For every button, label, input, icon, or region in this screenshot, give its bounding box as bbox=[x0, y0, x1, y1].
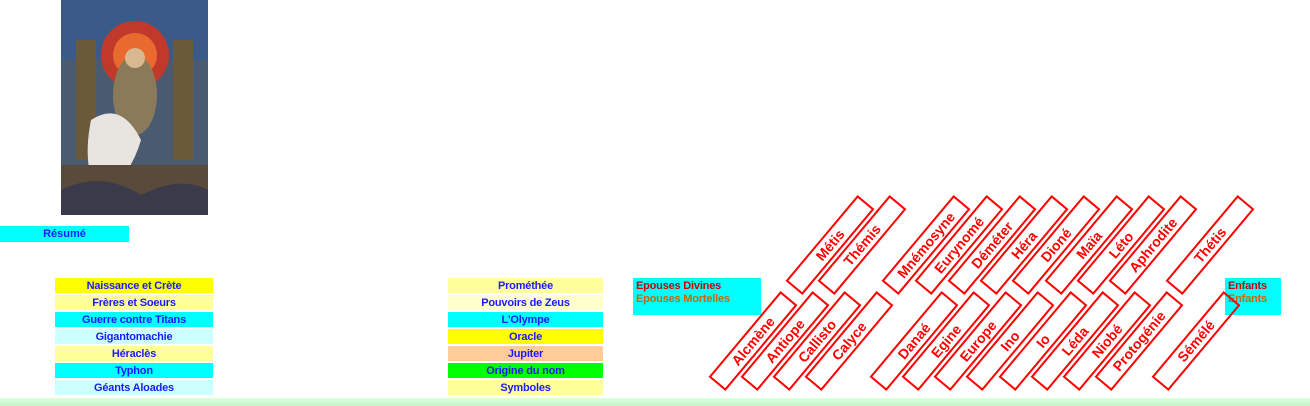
nav-symboles[interactable]: Symboles bbox=[448, 380, 603, 395]
nav-heracles[interactable]: Héraclès bbox=[55, 346, 213, 361]
nav-gigantomachie[interactable]: Gigantomachie bbox=[55, 329, 213, 344]
enfants-mortels-link[interactable]: Enfants bbox=[1228, 293, 1267, 305]
epouses-divines-link[interactable]: Epouses Divines bbox=[636, 280, 722, 292]
nav-promethee[interactable]: Prométhée bbox=[448, 278, 603, 293]
epouses-mortelles-link[interactable]: Epouses Mortelles bbox=[636, 293, 730, 305]
nav-jupiter[interactable]: Jupiter bbox=[448, 346, 603, 361]
epouses-legend: Epouses Divines Epouses Mortelles bbox=[633, 278, 761, 315]
nav-geants-aloades[interactable]: Géants Aloades bbox=[55, 380, 213, 395]
nav-oracle[interactable]: Oracle bbox=[448, 329, 603, 344]
nav-origine-nom[interactable]: Origine du nom bbox=[448, 363, 603, 378]
nav-olympe[interactable]: L'Olympe bbox=[448, 312, 603, 327]
resume-button[interactable]: Résumé bbox=[0, 226, 129, 242]
bottom-divider bbox=[0, 398, 1310, 406]
nav-pouvoirs-zeus[interactable]: Pouvoirs de Zeus bbox=[448, 295, 603, 310]
enfants-divins-link[interactable]: Enfants bbox=[1228, 280, 1267, 292]
zeus-painting bbox=[61, 0, 208, 215]
nav-typhon[interactable]: Typhon bbox=[55, 363, 213, 378]
nav-naissance-crete[interactable]: Naissance et Crète bbox=[55, 278, 213, 293]
nav-freres-soeurs[interactable]: Frères et Soeurs bbox=[55, 295, 213, 310]
enfants-legend: Enfants Enfants bbox=[1225, 278, 1281, 315]
nav-guerre-titans[interactable]: Guerre contre Titans bbox=[55, 312, 213, 327]
